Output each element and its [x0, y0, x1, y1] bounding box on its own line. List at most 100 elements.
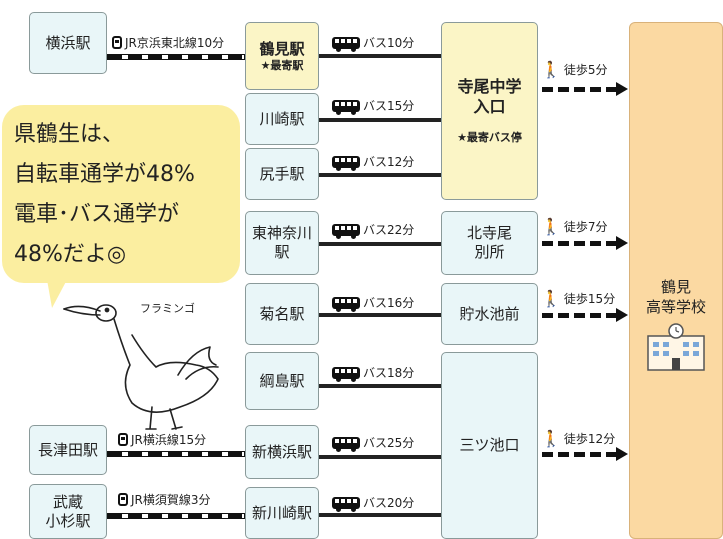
busstop-teraochu-label: 寺尾中学 入口	[457, 77, 522, 117]
rail-yokohama	[107, 451, 245, 457]
busstop-kitaterao-label: 北寺尾 別所	[466, 224, 512, 261]
speech-line-4: 48%だよ◎	[14, 242, 127, 267]
bus-route-kawasaki: バス15分	[332, 97, 415, 115]
rail-keihin-tohoku	[107, 54, 245, 60]
mascot-bird-illustration	[63, 304, 219, 430]
bus-icon	[332, 155, 360, 171]
train-icon	[118, 493, 128, 506]
station-shiriteh-label: 尻手駅	[259, 164, 305, 183]
busstop-chosuichi-label: 貯水池前	[459, 304, 520, 323]
bus-route-kikuna-label: バス16分	[363, 296, 415, 310]
station-higashi-kanagawa: 東神奈川 駅	[245, 211, 319, 275]
busstop-kitaterao: 北寺尾 別所	[441, 211, 538, 275]
station-yokohama: 横浜駅	[29, 12, 107, 74]
speech-line-3: 電車･バス通学が	[14, 202, 180, 227]
speech-line-2: 自転車通学が48%	[14, 162, 195, 187]
arrow-icon	[616, 447, 628, 461]
station-nagatsuta: 長津田駅	[29, 425, 107, 475]
station-tsurumi: 鶴見駅 ★最寄駅	[245, 22, 319, 90]
bus-route-tsurumi: バス10分	[332, 34, 415, 52]
station-shin-kawasaki-label: 新川崎駅	[251, 503, 312, 522]
walk-route-kitaterao: 🚶 徒歩7分	[541, 218, 608, 235]
route-line-shiriteh	[319, 173, 441, 177]
route-line-kikuna	[319, 313, 441, 317]
route-line-tsurumi	[319, 54, 441, 58]
bus-route-tsunashima: バス18分	[332, 364, 415, 382]
station-shin-kawasaki: 新川崎駅	[245, 487, 319, 539]
arrow-icon	[616, 82, 628, 96]
train-line-yokosuka-label: JR横須賀線3分	[131, 493, 211, 507]
walk-route-teraochu-label: 徒歩5分	[563, 63, 608, 77]
bus-route-shin-yokohama-label: バス25分	[363, 436, 415, 450]
arrow-icon	[616, 308, 628, 322]
school-block: 鶴見 高等学校	[629, 22, 723, 539]
walk-route-kitaterao-label: 徒歩7分	[563, 220, 608, 234]
school-building-icon	[647, 323, 705, 371]
bus-icon	[332, 366, 360, 382]
bus-icon	[332, 99, 360, 115]
walker-icon: 🚶	[541, 428, 561, 448]
rail-yokosuka	[107, 513, 245, 519]
station-tsunashima: 綱島駅	[245, 352, 319, 410]
bus-route-shiriteh: バス12分	[332, 153, 415, 171]
walk-line-chosuichi	[542, 313, 616, 318]
walker-icon: 🚶	[541, 59, 561, 79]
station-shiriteh: 尻手駅	[245, 148, 319, 200]
station-yokohama-label: 横浜駅	[45, 33, 91, 52]
busstop-teraochu: 寺尾中学 入口 ★最寄バス停	[441, 22, 538, 200]
station-musashi-kosugi-label: 武蔵 小杉駅	[45, 492, 91, 530]
route-line-higashi-kanagawa	[319, 242, 441, 246]
bus-icon	[332, 296, 360, 312]
train-line-keihin-tohoku: JR京浜東北線10分	[112, 34, 224, 51]
walker-icon: 🚶	[541, 216, 561, 236]
arrow-icon	[616, 236, 628, 250]
station-kikuna: 菊名駅	[245, 283, 319, 345]
route-line-shin-yokohama	[319, 455, 441, 459]
mascot-name: フラミンゴ	[140, 302, 195, 315]
station-kawasaki-label: 川崎駅	[259, 109, 305, 128]
busstop-teraochu-note: ★最寄バス停	[457, 131, 522, 145]
speech-bubble-tail	[46, 274, 70, 308]
train-line-yokosuka: JR横須賀線3分	[118, 491, 211, 508]
bus-icon	[332, 36, 360, 52]
station-shin-yokohama: 新横浜駅	[245, 425, 319, 479]
train-line-keihin-tohoku-label: JR京浜東北線10分	[125, 36, 225, 50]
busstop-mitsuike-label: 三ツ池口	[459, 436, 520, 455]
train-icon	[118, 433, 128, 446]
train-icon	[112, 36, 122, 49]
station-shin-yokohama-label: 新横浜駅	[251, 442, 312, 461]
bus-route-shiriteh-label: バス12分	[363, 155, 415, 169]
route-line-kawasaki	[319, 118, 441, 122]
route-line-shin-kawasaki	[319, 513, 441, 517]
bus-route-tsunashima-label: バス18分	[363, 366, 415, 380]
station-kawasaki: 川崎駅	[245, 93, 319, 145]
station-higashi-kanagawa-label: 東神奈川 駅	[251, 224, 312, 261]
train-line-yokohama-label: JR横浜線15分	[131, 433, 207, 447]
route-line-tsunashima	[319, 384, 441, 388]
speech-line-1: 県鶴生は、	[14, 122, 125, 147]
station-musashi-kosugi: 武蔵 小杉駅	[29, 484, 107, 539]
school-name: 鶴見 高等学校	[645, 278, 706, 316]
bus-route-higashi-kanagawa: バス22分	[332, 221, 415, 239]
busstop-mitsuike: 三ツ池口	[441, 352, 538, 539]
station-nagatsuta-label: 長津田駅	[37, 440, 98, 459]
station-kikuna-label: 菊名駅	[259, 304, 305, 323]
station-tsunashima-label: 綱島駅	[259, 371, 305, 390]
bus-route-shin-yokohama: バス25分	[332, 434, 415, 452]
walk-route-teraochu: 🚶 徒歩5分	[541, 61, 608, 78]
bus-route-higashi-kanagawa-label: バス22分	[363, 223, 415, 237]
train-line-yokohama: JR横浜線15分	[118, 431, 206, 448]
bus-route-kawasaki-label: バス15分	[363, 99, 415, 113]
walk-route-mitsuike: 🚶 徒歩12分	[541, 430, 615, 447]
station-tsurumi-note: ★最寄駅	[260, 58, 304, 72]
busstop-chosuichi: 貯水池前	[441, 283, 538, 345]
walk-line-mitsuike	[542, 452, 616, 457]
walk-route-chosuichi-label: 徒歩15分	[563, 292, 616, 306]
bus-route-kikuna: バス16分	[332, 294, 415, 312]
bus-icon	[332, 223, 360, 239]
bus-route-tsurumi-label: バス10分	[363, 36, 415, 50]
bus-icon	[332, 496, 360, 512]
bus-icon	[332, 436, 360, 452]
walk-route-mitsuike-label: 徒歩12分	[563, 432, 616, 446]
speech-bubble: 県鶴生は、 自転車通学が48% 電車･バス通学が 48%だよ◎	[2, 105, 240, 283]
